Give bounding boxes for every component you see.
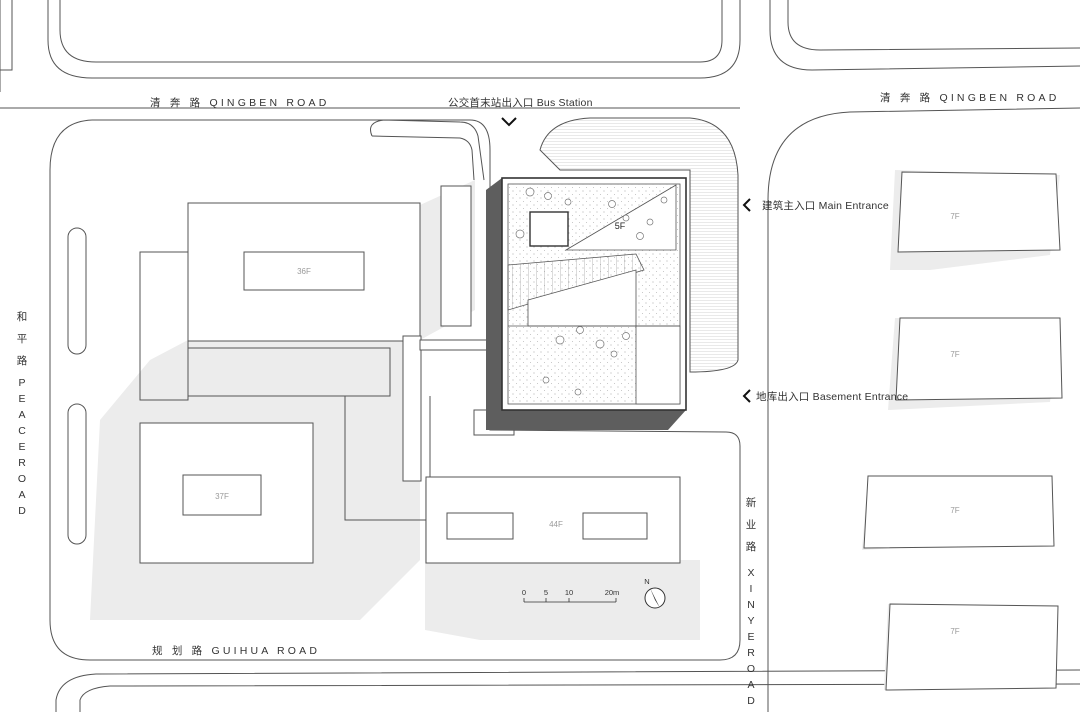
svg-text:业: 业 xyxy=(746,519,757,531)
floor-label-res-3: 7F xyxy=(950,506,959,515)
scale-tick-5: 5 xyxy=(544,588,548,597)
floor-label-res-1: 7F xyxy=(950,212,959,221)
residential-blocks xyxy=(863,171,1063,691)
svg-text:D: D xyxy=(18,505,26,517)
south-block xyxy=(55,669,1080,712)
building-44f-core-a xyxy=(446,512,514,540)
floor-label-44f: 44F xyxy=(549,520,563,529)
podium-strip-2 xyxy=(440,185,472,327)
scale-bar xyxy=(523,598,617,603)
svg-text:E: E xyxy=(18,393,25,405)
west-towers xyxy=(139,185,681,564)
svg-text:路: 路 xyxy=(17,354,28,367)
podium-outline xyxy=(344,396,431,521)
block-top-center-inner xyxy=(59,0,723,63)
north-arrow-icon xyxy=(644,587,666,609)
courtyard-box xyxy=(529,211,569,247)
road-label-guihua: 规 划 路 GUIHUA ROAD xyxy=(152,644,320,657)
svg-text:D: D xyxy=(747,695,755,707)
svg-text:E: E xyxy=(18,441,25,453)
svg-text:和: 和 xyxy=(17,311,28,323)
floor-label-5f: 5F xyxy=(615,221,626,231)
north-label: N xyxy=(644,577,649,586)
building-37f-core xyxy=(182,474,262,516)
svg-text:A: A xyxy=(18,409,25,421)
res-building-3 xyxy=(863,475,1055,549)
svg-text:O: O xyxy=(747,663,755,675)
stair-core xyxy=(635,325,681,405)
floor-label-36f: 36F xyxy=(297,267,311,276)
road-label-peace: 和 平 路 P E A C E R O A D xyxy=(17,311,28,517)
svg-text:A: A xyxy=(18,489,25,501)
res-building-4 xyxy=(885,603,1059,691)
project-building xyxy=(486,117,739,430)
trees xyxy=(515,187,668,396)
svg-text:R: R xyxy=(747,647,755,659)
svg-text:E: E xyxy=(747,631,754,643)
svg-text:平: 平 xyxy=(17,333,28,345)
roof-terrace xyxy=(564,184,677,251)
landscape-plaza xyxy=(539,117,739,373)
res-building-1 xyxy=(897,171,1061,253)
main-entrance-label: 建筑主入口 Main Entrance xyxy=(762,199,889,212)
scale-tick-10: 10 xyxy=(565,588,573,597)
block-top-center xyxy=(47,0,741,79)
chevron-left-icon-basement xyxy=(742,389,751,403)
drive-north-inner xyxy=(371,135,475,181)
svg-text:路: 路 xyxy=(746,540,757,553)
road-label-qingben-right: 清 奔 路 QINGBEN ROAD xyxy=(880,91,1060,104)
podium-strip xyxy=(402,335,422,482)
south-inner xyxy=(79,683,1080,712)
building-44f-core-b xyxy=(582,512,648,540)
road-curb-north-right xyxy=(767,107,1080,712)
bus-station-label: 公交首末站出入口 Bus Station xyxy=(448,96,593,109)
chevron-down-icon xyxy=(501,117,517,127)
svg-text:N: N xyxy=(747,599,755,611)
svg-text:R: R xyxy=(18,457,26,469)
svg-text:新: 新 xyxy=(746,496,757,509)
road-label-xinye: 新 业 路 X I N Y E R O A D xyxy=(746,496,757,707)
block-top-right xyxy=(769,0,1080,71)
block-top-right-inner xyxy=(787,0,1080,51)
svg-text:P: P xyxy=(18,377,25,389)
svg-text:C: C xyxy=(18,425,26,437)
floor-label-37f: 37F xyxy=(215,492,229,501)
median-west-1 xyxy=(67,227,87,355)
drive-north xyxy=(370,119,485,181)
floor-label-res-2: 7F xyxy=(950,350,959,359)
scale-tick-20: 20m xyxy=(605,588,620,597)
chevron-left-icon-main xyxy=(742,198,751,212)
svg-text:O: O xyxy=(18,473,26,485)
svg-text:I: I xyxy=(750,583,753,595)
floor-label-res-4: 7F xyxy=(950,627,959,636)
res-building-2 xyxy=(895,317,1063,401)
road-label-qingben-left: 清 奔 路 QINGBEN ROAD xyxy=(150,96,330,109)
west-block xyxy=(49,119,741,661)
median-west-2 xyxy=(67,403,87,545)
svg-text:A: A xyxy=(747,679,754,691)
building-36f-core xyxy=(243,251,365,291)
podium-link xyxy=(187,347,391,397)
svg-text:Y: Y xyxy=(747,615,754,627)
block-top-left-edge xyxy=(0,0,13,92)
scale-tick-0: 0 xyxy=(522,588,526,597)
svg-text:X: X xyxy=(747,567,754,579)
basement-entrance-label: 地库出入口 Basement Entrance xyxy=(756,390,908,403)
